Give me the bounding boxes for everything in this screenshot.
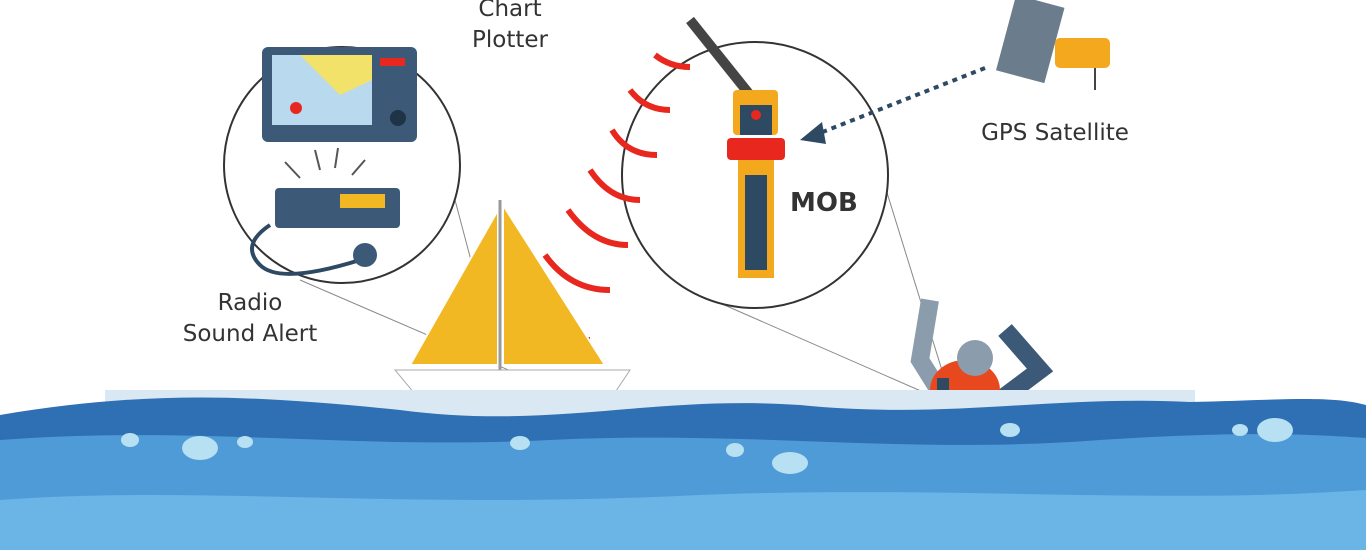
bubbles — [121, 418, 1293, 474]
mob-beacon-icon — [686, 16, 785, 278]
gps-signal-line — [814, 66, 986, 137]
zoom-line — [689, 289, 931, 396]
vhf-radio-icon — [250, 147, 400, 276]
arrow-icon — [800, 122, 826, 144]
sea-front-wave — [0, 490, 1366, 550]
label-line: Radio — [217, 290, 283, 316]
zoom-line — [879, 169, 946, 381]
mob-label: MOB — [790, 188, 858, 218]
label-line: Sound Alert — [182, 321, 318, 347]
chart-plotter-icon — [262, 47, 417, 142]
gps-satellite-icon — [996, 0, 1110, 90]
gps-satellite-label: GPS Satellite — [981, 120, 1129, 146]
radio-sound-alert-label: Radio Sound Alert — [160, 288, 340, 350]
label-line: Chart — [478, 0, 542, 22]
label-line: Plotter — [472, 27, 548, 53]
chart-plotter-label: Chart Plotter — [420, 0, 600, 56]
